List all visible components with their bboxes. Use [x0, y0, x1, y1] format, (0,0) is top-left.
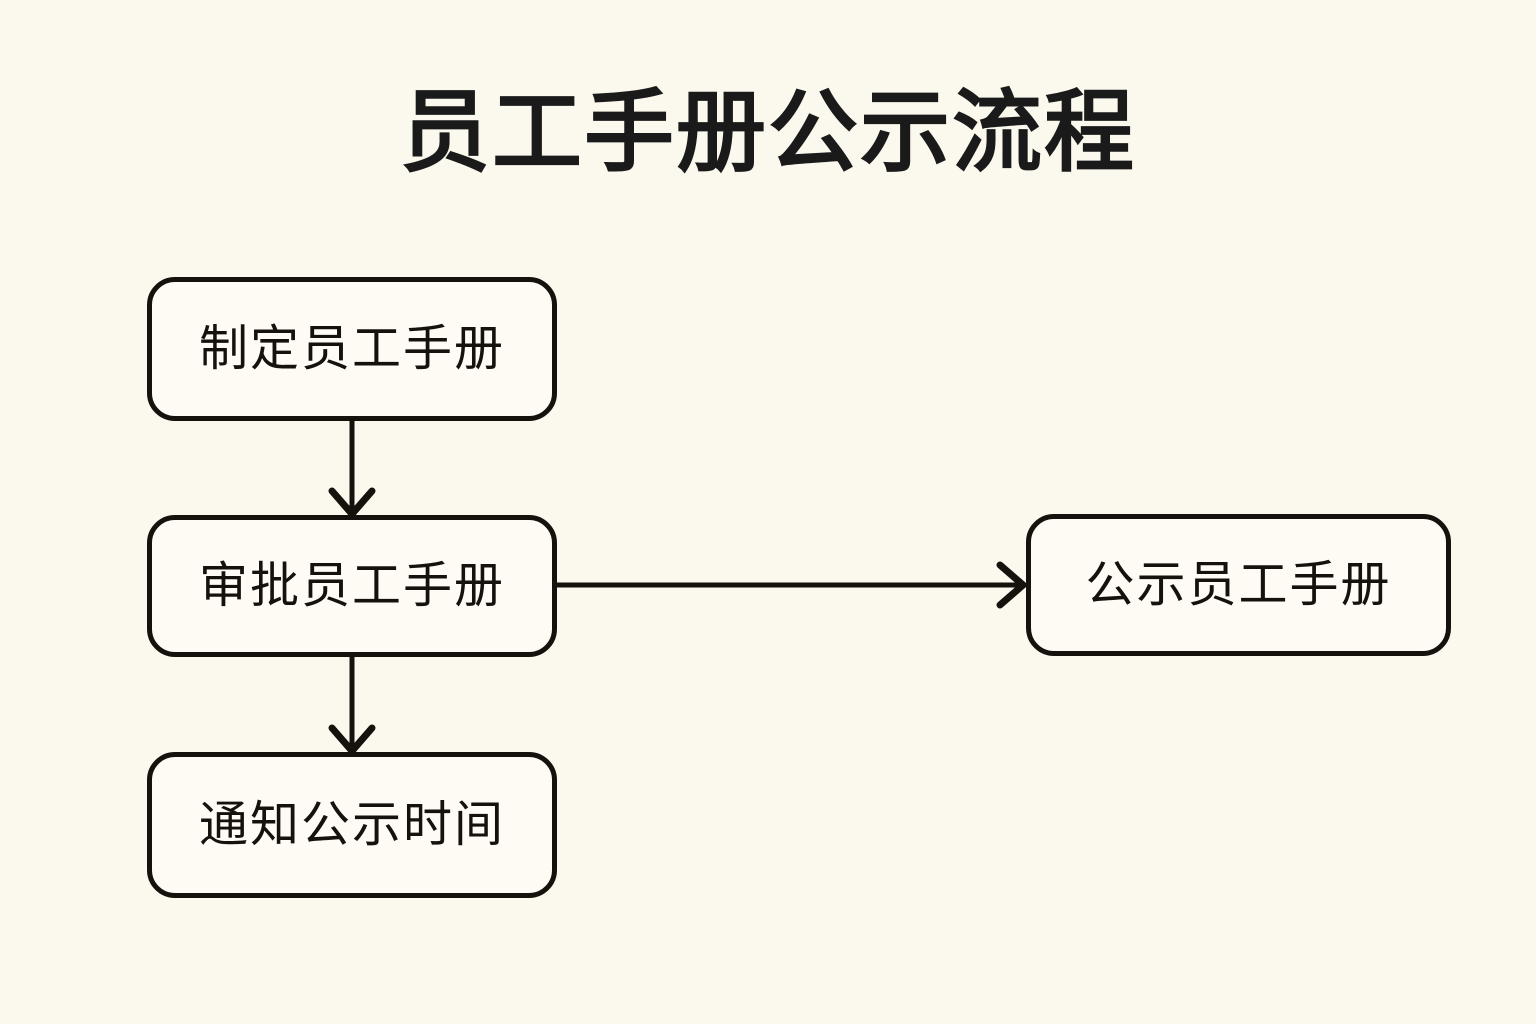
flow-node-notify-publicity-time-label: 通知公示时间 [198, 797, 505, 852]
edge-approve-to-notify [328, 657, 376, 757]
edge-approve-to-publish [557, 561, 1029, 609]
flow-node-notify-publicity-time[interactable]: 通知公示时间 [147, 752, 557, 898]
edge-approve-to-publish-arrowhead [996, 561, 1029, 609]
page-title: 员工手册公示流程 [400, 83, 1136, 183]
edge-draft-to-approve-arrowhead [328, 487, 376, 520]
flow-node-approve-handbook[interactable]: 审批员工手册 [147, 515, 557, 657]
edge-approve-to-notify-arrowhead [328, 724, 376, 757]
flow-node-draft-handbook[interactable]: 制定员工手册 [147, 277, 557, 421]
flow-node-approve-handbook-label: 审批员工手册 [198, 558, 505, 613]
flow-node-draft-handbook-label: 制定员工手册 [198, 321, 505, 376]
flow-node-publicize-handbook-label: 公示员工手册 [1085, 557, 1392, 612]
flow-node-publicize-handbook[interactable]: 公示员工手册 [1026, 514, 1451, 656]
edge-draft-to-approve [328, 421, 376, 520]
